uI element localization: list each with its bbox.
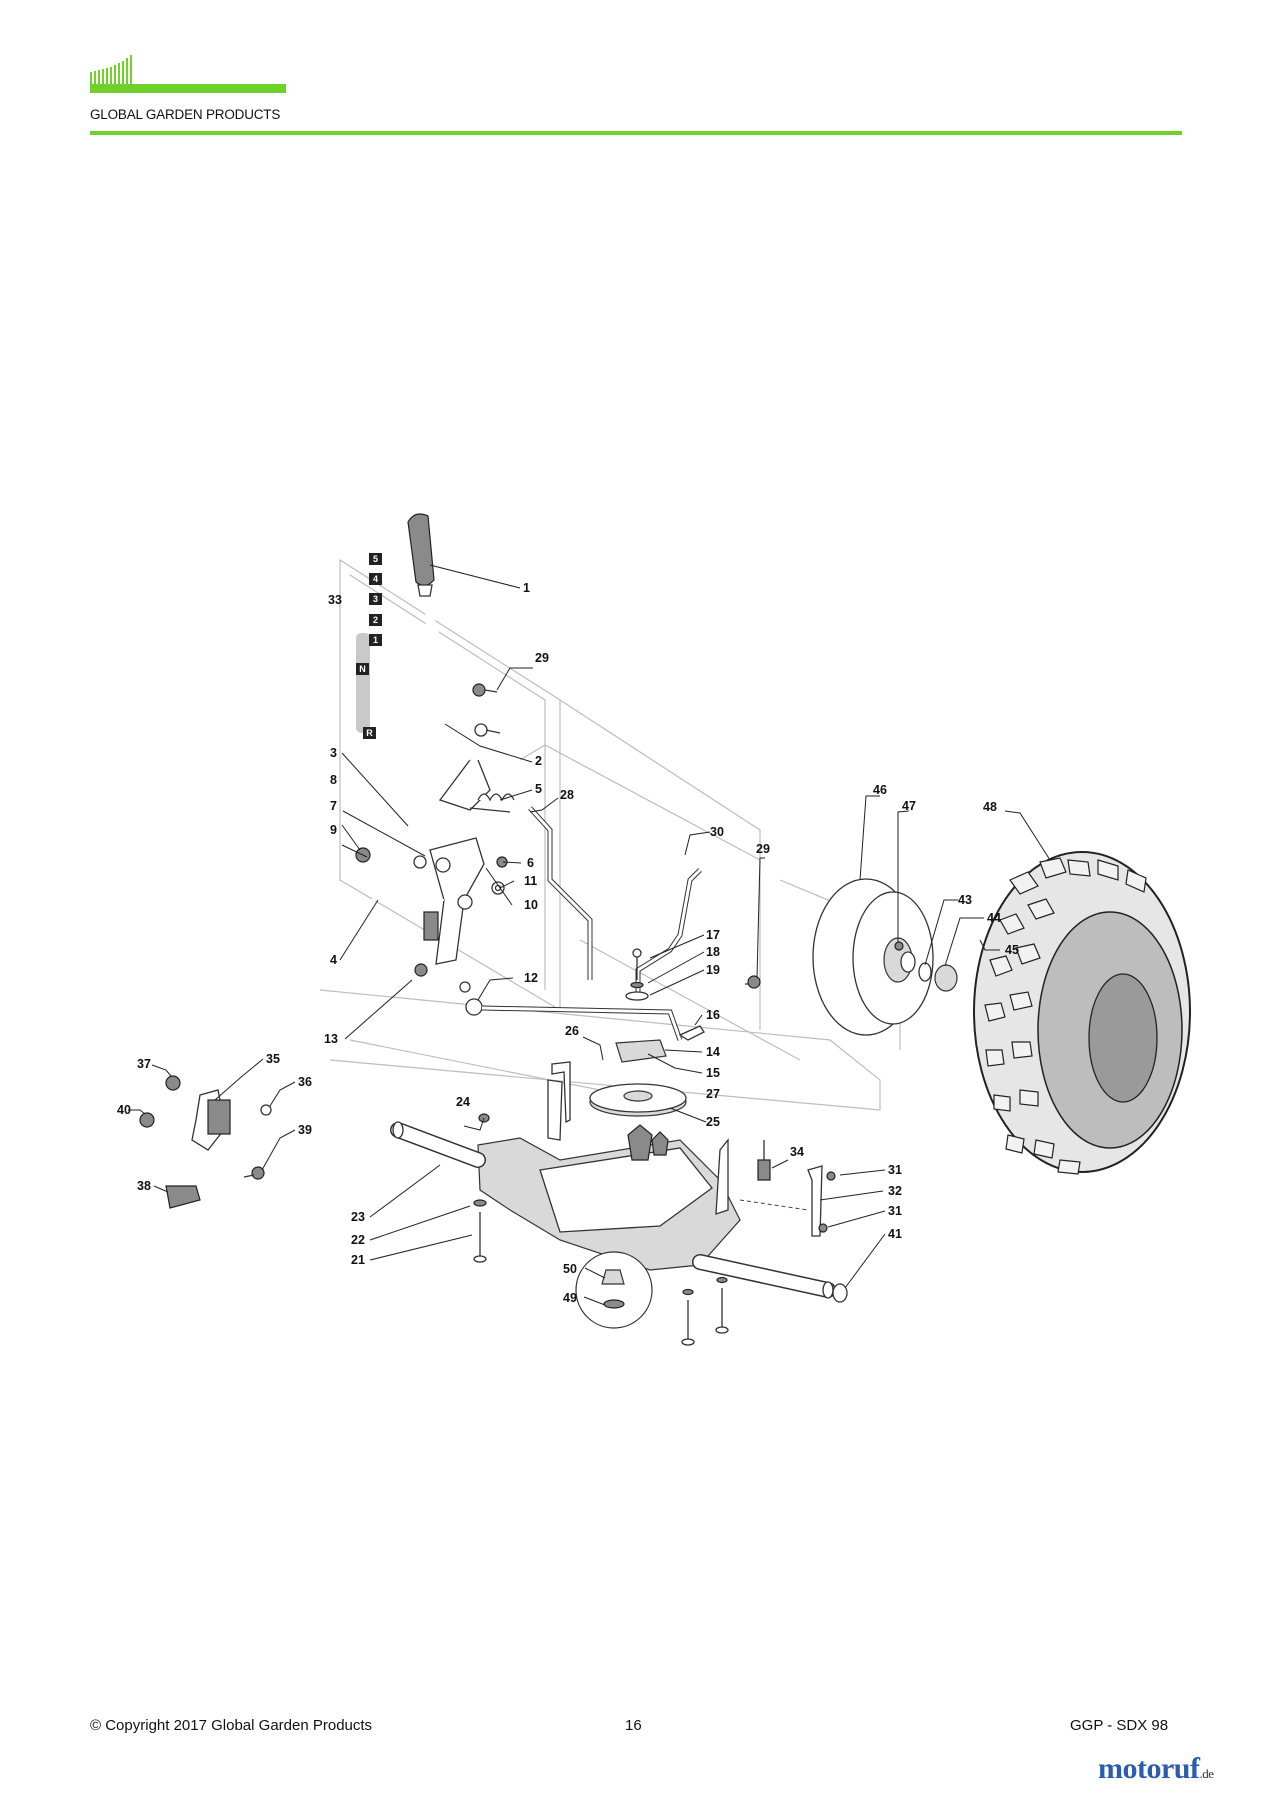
label-40: 40 — [117, 1103, 131, 1117]
label-31-upper: 31 — [888, 1163, 902, 1177]
axle — [390, 1121, 848, 1303]
label-13: 13 — [324, 1032, 338, 1046]
label-5: 5 — [535, 782, 542, 796]
label-3: 3 — [330, 746, 337, 760]
label-4: 4 — [330, 953, 337, 967]
bracket-32 — [739, 1165, 836, 1237]
rod-30 — [635, 868, 702, 1000]
gear-1: 1 — [373, 635, 378, 645]
label-41: 41 — [888, 1227, 902, 1241]
label-22: 22 — [351, 1233, 365, 1247]
label-39: 39 — [298, 1123, 312, 1137]
label-33: 33 — [328, 593, 342, 607]
gear-3: 3 — [373, 594, 378, 604]
bolt-29-right — [745, 975, 761, 989]
watermark-brand: motoruf — [1098, 1752, 1200, 1785]
watermark-logo: motoruf.de — [1098, 1752, 1214, 1786]
label-45: 45 — [1005, 943, 1019, 957]
gear-reverse: R — [366, 728, 373, 738]
label-36: 36 — [298, 1075, 312, 1089]
document-code: GGP - SDX 98 — [1070, 1717, 1169, 1734]
tyre — [973, 851, 1191, 1175]
label-43: 43 — [958, 893, 972, 907]
label-29-upper: 29 — [535, 651, 549, 665]
gear-badges — [356, 553, 382, 739]
label-11: 11 — [524, 874, 537, 888]
gear-neutral: N — [359, 664, 366, 674]
label-47: 47 — [902, 799, 916, 813]
label-10: 10 — [524, 898, 538, 912]
bracket-26 — [551, 1061, 571, 1124]
label-2: 2 — [535, 754, 542, 768]
label-6: 6 — [527, 856, 534, 870]
chassis-frame — [319, 558, 901, 1111]
watermark-tld: .de — [1199, 1766, 1214, 1781]
label-34: 34 — [790, 1145, 804, 1159]
rod-28 — [528, 806, 593, 980]
gear-lever — [407, 513, 491, 811]
gear-5: 5 — [373, 554, 378, 564]
company-name: GLOBAL GARDEN PRODUCTS — [90, 107, 281, 122]
label-12: 12 — [524, 971, 538, 985]
wheel-rim — [812, 878, 958, 1036]
bolt-29-upper — [472, 683, 498, 697]
label-14: 14 — [706, 1045, 720, 1059]
lever-bracket — [368, 837, 485, 965]
label-25: 25 — [706, 1115, 720, 1129]
label-26: 26 — [565, 1024, 579, 1038]
copyright-text: © Copyright 2017 Global Garden Products — [90, 1717, 373, 1734]
sensor — [757, 1140, 771, 1181]
gear-position-strip: 5 4 3 2 1 N R — [356, 553, 382, 739]
label-16: 16 — [706, 1008, 720, 1022]
gear-4: 4 — [373, 574, 378, 584]
label-19: 19 — [706, 963, 720, 977]
label-44: 44 — [987, 911, 1001, 925]
label-1: 1 — [523, 581, 530, 595]
label-29-right: 29 — [756, 842, 770, 856]
label-28: 28 — [560, 788, 574, 802]
global-garden-products-logo — [90, 55, 286, 93]
label-46: 46 — [873, 783, 887, 797]
axle-bolts — [473, 1113, 729, 1346]
link-rod — [459, 981, 683, 1041]
label-24: 24 — [456, 1095, 470, 1109]
page-number: 16 — [625, 1717, 642, 1734]
callout-labels: 1 2 3 4 5 6 7 8 9 10 11 12 13 14 15 16 1… — [117, 581, 1019, 1305]
label-21: 21 — [351, 1253, 365, 1267]
header-divider — [90, 131, 1182, 135]
label-31-lower: 31 — [888, 1204, 902, 1218]
detail-inset — [575, 1251, 653, 1329]
label-23: 23 — [351, 1210, 365, 1224]
label-30: 30 — [710, 825, 724, 839]
label-9: 9 — [330, 823, 337, 837]
label-8: 8 — [330, 773, 337, 787]
label-50: 50 — [563, 1262, 577, 1276]
label-32: 32 — [888, 1184, 902, 1198]
label-49: 49 — [563, 1291, 577, 1305]
label-35: 35 — [266, 1052, 280, 1066]
label-37: 37 — [137, 1057, 151, 1071]
gear-2: 2 — [373, 615, 378, 625]
label-27: 27 — [706, 1087, 720, 1101]
leader-lines — [128, 564, 1051, 1306]
switch-components — [139, 1075, 272, 1209]
transaxle — [477, 1079, 741, 1271]
label-15: 15 — [706, 1066, 720, 1080]
label-38: 38 — [137, 1179, 151, 1193]
label-18: 18 — [706, 945, 720, 959]
label-48: 48 — [983, 800, 997, 814]
label-7: 7 — [330, 799, 337, 813]
label-17: 17 — [706, 928, 720, 942]
pulley-assembly — [589, 948, 705, 1117]
